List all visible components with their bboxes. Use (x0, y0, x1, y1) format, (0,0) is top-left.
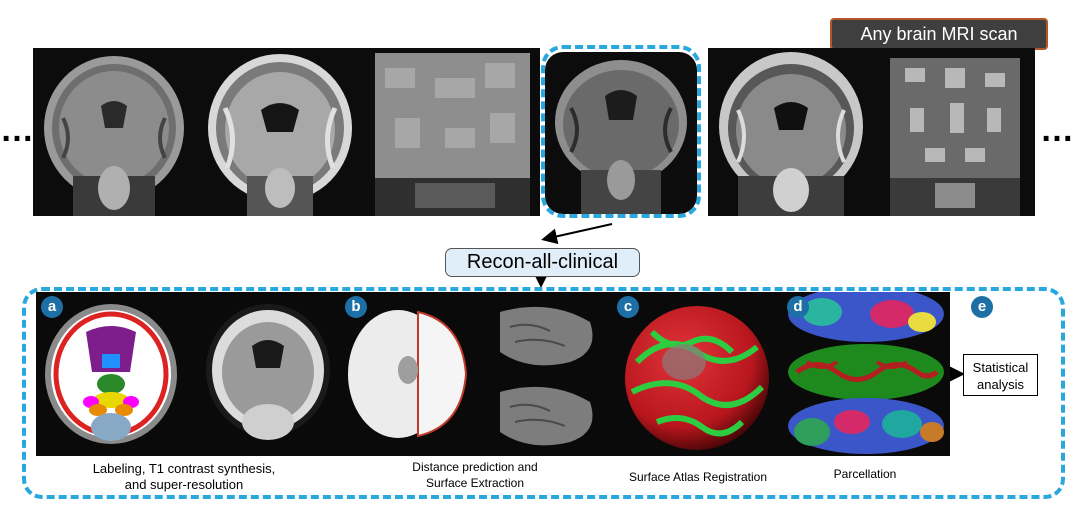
pipeline-dashed-box (22, 287, 1065, 499)
caption-b: Distance prediction and Surface Extracti… (380, 459, 570, 491)
panel-d-image (782, 292, 950, 456)
panel-c-image (612, 292, 782, 456)
caption-a-line2: and super-resolution (124, 477, 244, 492)
panel-b-label: b (345, 296, 367, 318)
panel-e-label: e (971, 296, 993, 318)
caption-c-line1: Surface Atlas Registration (628, 470, 768, 484)
panel-a-image (36, 292, 340, 456)
statistical-analysis-box: Statistical analysis (963, 354, 1038, 396)
panel-c-label: c (617, 296, 639, 318)
caption-d-line1: Parcellation (833, 467, 897, 481)
statistical-analysis-line2: analysis (977, 377, 1024, 392)
caption-c: Surface Atlas Registration (612, 469, 784, 485)
caption-b-line2: Surface Extraction (425, 476, 525, 490)
recon-all-clinical-box: Recon-all-clinical (445, 248, 640, 277)
mri-scan-4-selected (545, 52, 697, 214)
caption-a-line1: Labeling, T1 contrast synthesis, (92, 461, 276, 476)
mri-scan-5 (708, 48, 875, 216)
mri-scan-6 (875, 48, 1035, 216)
caption-b-line1: Distance prediction and (412, 460, 538, 474)
mri-scan-1 (33, 48, 195, 216)
panel-b-image (340, 292, 612, 456)
panel-a-label: a (41, 296, 63, 318)
caption-d: Parcellation (790, 466, 940, 482)
arrow-to-recon (541, 223, 613, 245)
mri-scan-2 (195, 48, 365, 216)
selected-scan-highlight (541, 45, 701, 218)
panel-d-label: d (787, 296, 809, 318)
mri-scan-3 (365, 48, 540, 216)
caption-a: Labeling, T1 contrast synthesis, and sup… (48, 461, 320, 493)
statistical-analysis-line1: Statistical (972, 360, 1029, 375)
